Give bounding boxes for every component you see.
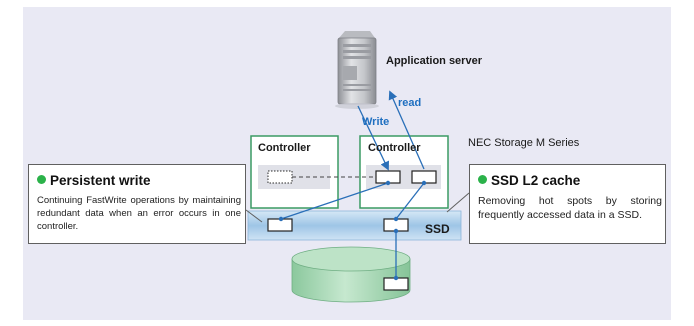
connector-lines bbox=[280, 90, 425, 278]
callout-ssd-l2-cache: SSD L2 cache Removing hot spots by stori… bbox=[469, 164, 666, 244]
ssd-label: SSD bbox=[425, 222, 450, 236]
read-label: read bbox=[398, 97, 422, 109]
bullet-icon bbox=[478, 175, 487, 184]
callout-persistent-write-title-text: Persistent write bbox=[50, 173, 151, 188]
callout-ssd-l2-cache-title: SSD L2 cache bbox=[478, 173, 580, 188]
callout-left-pointer bbox=[245, 209, 263, 223]
controller-right-label: Controller bbox=[368, 142, 421, 154]
controller-left-label: Controller bbox=[258, 142, 311, 154]
mirrored-cache-block bbox=[267, 170, 293, 184]
callout-persistent-write-description: Continuing FastWrite operations by maint… bbox=[37, 195, 241, 232]
callout-persistent-write-title: Persistent write bbox=[37, 173, 151, 188]
storage-series-label: NEC Storage M Series bbox=[468, 137, 580, 149]
connector-dots bbox=[278, 180, 427, 281]
bullet-icon bbox=[37, 175, 46, 184]
write-label: Write bbox=[362, 116, 390, 128]
application-server-icon bbox=[335, 31, 379, 109]
callout-right-pointer bbox=[446, 192, 470, 213]
disk-cylinder-icon bbox=[291, 246, 411, 303]
application-server-label: Application server bbox=[386, 55, 482, 67]
callout-persistent-write: Persistent write Continuing FastWrite op… bbox=[28, 164, 246, 244]
callout-ssd-l2-cache-description: Removing hot spots by storing frequently… bbox=[478, 195, 662, 221]
callout-ssd-l2-cache-title-text: SSD L2 cache bbox=[491, 173, 581, 188]
